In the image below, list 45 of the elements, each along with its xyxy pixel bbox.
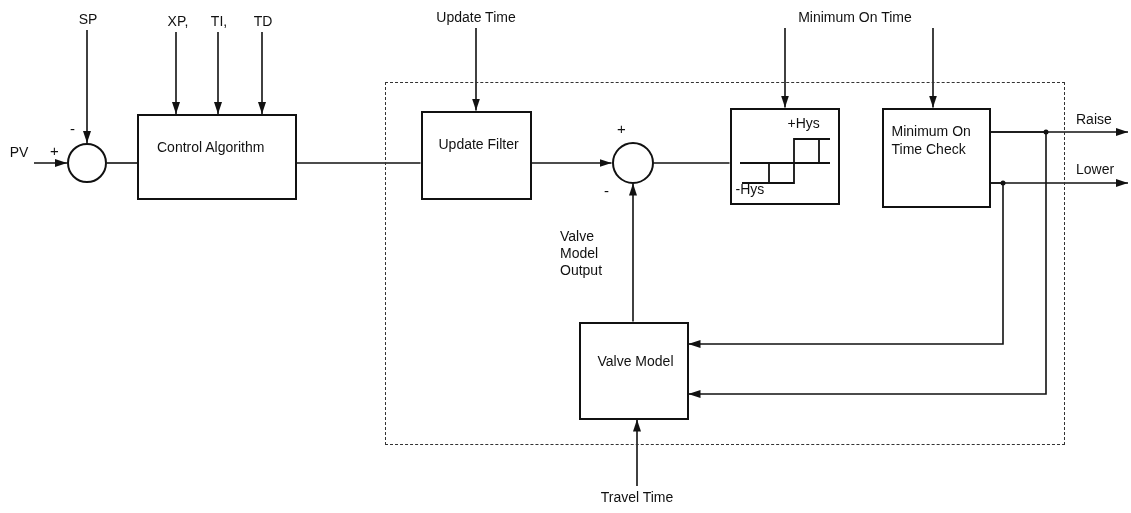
arrow — [687, 131, 1047, 398]
signal-label: Travel Time — [588, 486, 686, 508]
arrow — [687, 182, 1004, 348]
arrow — [172, 31, 180, 115]
connector-line — [652, 162, 731, 164]
edge-label: Valve Model Output — [560, 228, 604, 279]
block-label: Valve Model — [596, 351, 675, 370]
block-box — [881, 107, 991, 208]
signal-label: Update Time — [413, 6, 539, 28]
arrow — [33, 159, 68, 167]
arrow — [472, 27, 480, 112]
arrow — [530, 159, 613, 167]
arrow — [83, 29, 91, 144]
sign-label: + — [50, 142, 59, 160]
signal-label: TI, — [207, 10, 231, 32]
arrow — [929, 27, 937, 109]
summing-junction — [611, 141, 654, 184]
block-label: Update Filter — [438, 134, 520, 153]
summing-junction — [67, 143, 107, 183]
arrow — [629, 182, 637, 323]
edge-label: Raise — [1076, 110, 1112, 128]
arrow — [258, 31, 266, 115]
boundary-frame — [385, 82, 1065, 445]
block-box — [729, 107, 840, 205]
connector-line — [296, 162, 422, 164]
block-label: Control Algorithm — [157, 138, 266, 156]
signal-label: XP, — [161, 10, 195, 32]
connector-line — [106, 162, 138, 164]
sign-label: + — [617, 120, 626, 138]
block-label: Minimum On Time Check — [891, 121, 972, 158]
signal-label: TD — [250, 10, 276, 32]
block-box — [578, 321, 689, 420]
arrow — [633, 418, 641, 487]
sign-label: - — [70, 120, 75, 138]
sign-label: - — [604, 182, 609, 200]
signal-label: SP — [73, 8, 103, 30]
block-box — [137, 114, 297, 200]
signal-label: Minimum On Time — [770, 6, 940, 28]
threshold-label: -Hys — [735, 179, 766, 198]
block-box — [420, 110, 532, 200]
arrow — [214, 31, 222, 115]
arrow — [781, 27, 789, 109]
edge-label: Lower — [1076, 160, 1115, 178]
threshold-label: +Hys — [787, 113, 821, 132]
signal-label: PV — [4, 141, 34, 163]
